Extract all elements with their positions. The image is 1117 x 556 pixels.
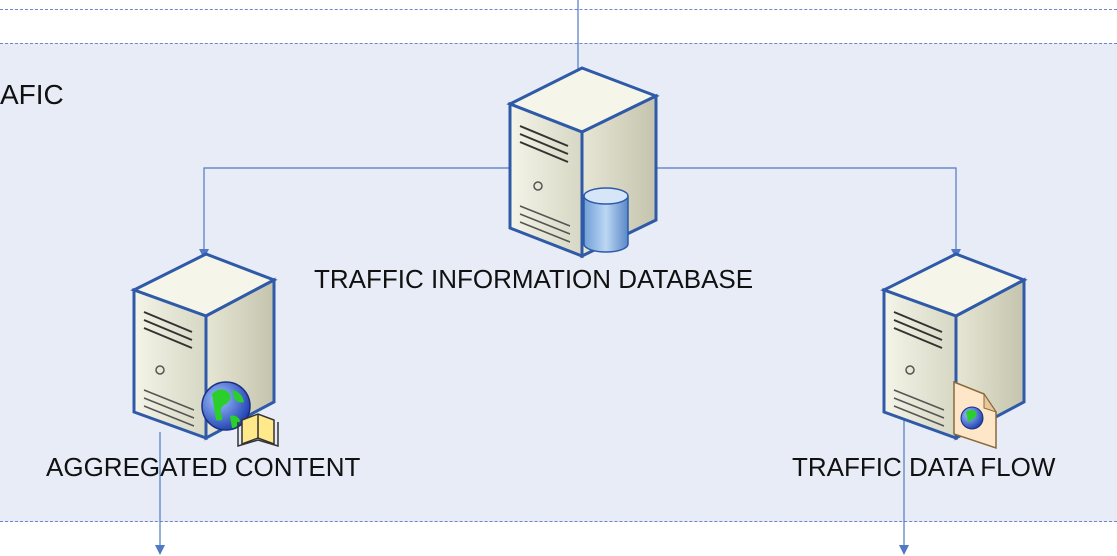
globe-icon: [201, 381, 251, 431]
node-label-database: TRAFFIC INFORMATION DATABASE: [314, 264, 754, 294]
database-cylinder-icon: [583, 187, 629, 253]
connector-db-to-flow: [640, 167, 961, 259]
connector-lines: [155, 0, 961, 555]
connector-db-to-content: [199, 167, 512, 259]
open-book-icon: [237, 413, 279, 448]
zone-label: AFIC: [0, 79, 64, 110]
server-database-icon: [506, 66, 660, 259]
document-globe-icon: [953, 380, 998, 450]
server-data-file-icon: [880, 252, 1028, 450]
node-label-content: AGGREGATED CONTENT: [46, 452, 361, 482]
upper-boundary-dashed-line: [0, 9, 1117, 10]
server-web-content-icon: [130, 252, 279, 448]
node-label-flow: TRAFFIC DATA FLOW: [792, 452, 1056, 482]
